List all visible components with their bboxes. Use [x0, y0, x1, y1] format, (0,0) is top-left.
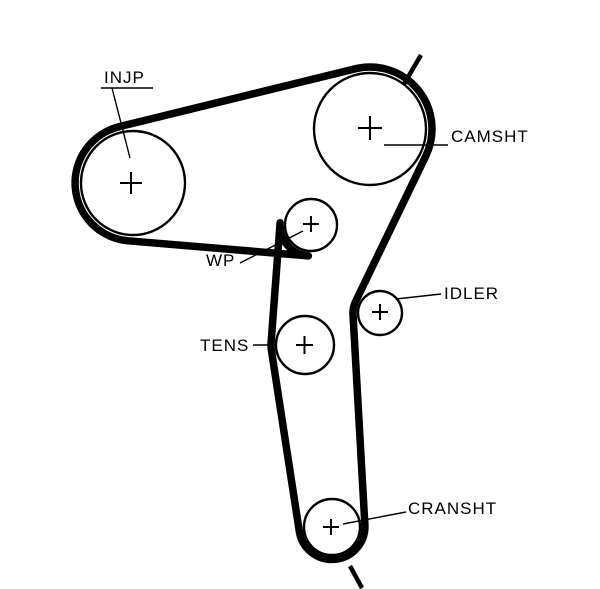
- cransht-timing-mark: [348, 564, 364, 589]
- injp-leader-line: [101, 87, 153, 159]
- label-cransht: CRANSHT: [408, 499, 497, 518]
- injp-center-cross: [120, 172, 142, 194]
- label-tens: TENS: [200, 336, 249, 355]
- wp-leader-line: [239, 230, 304, 264]
- cransht-center-cross: [323, 519, 339, 535]
- label-injp: INJP: [104, 68, 145, 87]
- idler-leader-line: [395, 293, 442, 300]
- timing-belt-path: [71, 63, 436, 564]
- label-idler: IDLER: [444, 284, 499, 303]
- wp-center-cross: [303, 216, 319, 232]
- camsht-timing-mark: [402, 53, 423, 86]
- cransht-leader-line: [342, 511, 407, 525]
- tens-center-cross: [296, 336, 313, 354]
- label-camsht: CAMSHT: [451, 127, 529, 146]
- idler-center-cross: [372, 304, 388, 320]
- label-wp: WP: [206, 251, 235, 270]
- camsht-center-cross: [358, 116, 382, 140]
